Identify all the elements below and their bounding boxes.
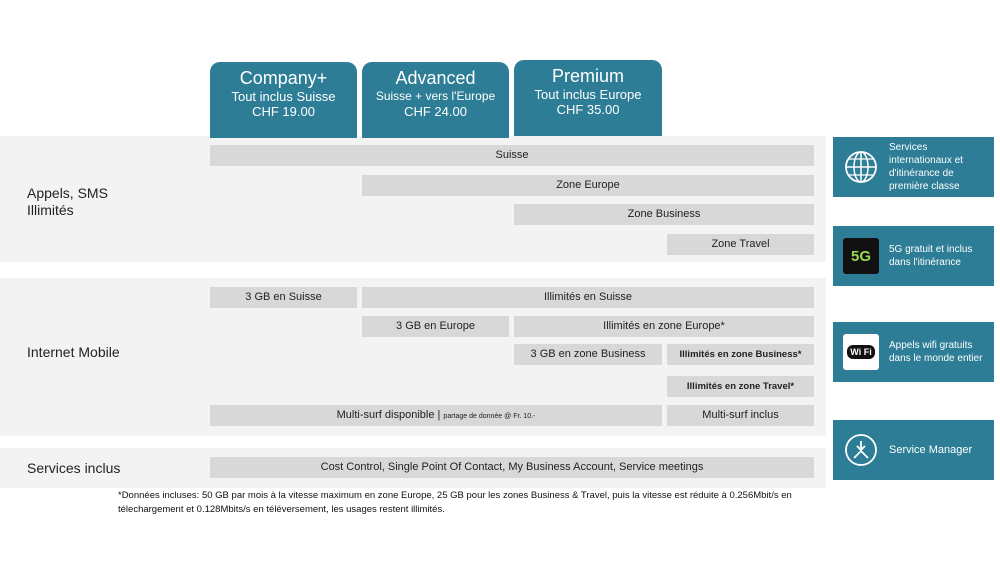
bar-illimites-europe: Illimités en zone Europe* [514, 316, 814, 337]
plan-header-company-plus: Company+ Tout inclus Suisse CHF 19.00 [210, 62, 357, 138]
feature-wifi: Wi Fi Appels wifi gratuits dans le monde… [833, 322, 994, 382]
bar-3gb-suisse: 3 GB en Suisse [210, 287, 357, 308]
service-manager-icon [843, 432, 879, 468]
bar-illimites-business: Illimités en zone Business* [667, 344, 814, 365]
wifi-icon: Wi Fi [843, 334, 879, 370]
feature-text: Services internationaux et d'itinérance … [889, 142, 963, 192]
footnote: *Données incluses: 50 GB par mois à la v… [118, 490, 792, 515]
bar-multisurf-inclus: Multi-surf inclus [667, 405, 814, 426]
plan-header-advanced: Advanced Suisse + vers l'Europe CHF 24.0… [362, 62, 509, 138]
plan-price: CHF 24.00 [404, 104, 467, 119]
plan-subtitle: Tout inclus Europe [534, 87, 642, 102]
bar-zone-europe: Zone Europe [362, 175, 814, 196]
feature-text: 5G gratuit et inclus dans l'itinérance [889, 244, 973, 268]
plan-name: Premium [551, 66, 624, 86]
5g-icon: 5G [843, 238, 879, 274]
bar-services-list: Cost Control, Single Point Of Contact, M… [210, 457, 814, 478]
5g-icon-label: 5G [850, 247, 871, 265]
multisurf-note: partage de donnée @ Fr. 10.- [443, 413, 536, 420]
bar-zone-business: Zone Business [514, 204, 814, 225]
plan-price: CHF 19.00 [252, 104, 315, 119]
row-label-calls: Appels, SMS Illimités [27, 185, 108, 218]
multisurf-label: Multi-surf disponible | [336, 409, 441, 421]
globe-icon [843, 149, 879, 185]
bar-multisurf-disponible: Multi-surf disponible | partage de donné… [210, 405, 662, 426]
row-label-services: Services inclus [27, 460, 121, 476]
plan-name: Company+ [239, 68, 328, 88]
feature-service-manager: Service Manager [833, 420, 994, 480]
plan-subtitle: Suisse + vers l'Europe [375, 89, 496, 103]
plan-subtitle: Tout inclus Suisse [231, 89, 336, 104]
plan-name: Advanced [395, 68, 476, 88]
plan-header-premium: Premium Tout inclus Europe CHF 35.00 [514, 60, 662, 136]
bar-3gb-europe: 3 GB en Europe [362, 316, 509, 337]
bar-illimites-suisse: Illimités en Suisse [362, 287, 814, 308]
bar-zone-travel: Zone Travel [667, 234, 814, 255]
wifi-icon-label: Wi Fi [847, 345, 875, 359]
plan-price: CHF 35.00 [556, 102, 620, 117]
bar-illimites-travel: Illimités en zone Travel* [667, 376, 814, 397]
bar-suisse: Suisse [210, 145, 814, 166]
bar-3gb-business: 3 GB en zone Business [514, 344, 662, 365]
feature-international: Services internationaux et d'itinérance … [833, 137, 994, 197]
row-label-internet: Internet Mobile [27, 344, 120, 360]
feature-text: Service Manager [889, 443, 973, 456]
feature-text: Appels wifi gratuits dans le monde entie… [889, 340, 983, 364]
feature-5g: 5G 5G gratuit et inclus dans l'itinéranc… [833, 226, 994, 286]
